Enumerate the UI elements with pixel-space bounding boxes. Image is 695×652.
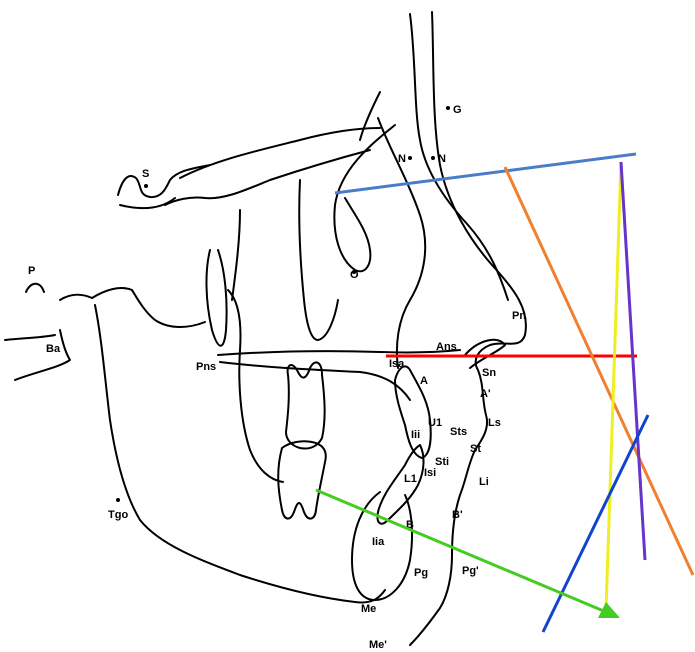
palatal-line [217, 349, 461, 356]
porion [25, 282, 45, 293]
label-Sts: Sts [450, 426, 467, 438]
nasal-bone-inner [377, 117, 427, 369]
point-O [352, 270, 356, 274]
maxilla-sinus [298, 179, 339, 341]
arrow-head [598, 602, 620, 618]
label-Li: Li [479, 476, 489, 488]
ramus-posterior [14, 329, 71, 381]
label-Pns: Pns [196, 361, 216, 373]
label-Me-soft: Me' [369, 639, 387, 651]
sella [117, 164, 211, 199]
label-P: P [28, 265, 35, 277]
label-S: S [142, 168, 149, 180]
mandible [94, 304, 386, 604]
label-N-soft: N [438, 153, 446, 165]
landmark-labels: G N N S P O Pn Ba Pns Ans Isa A Sn A' U1… [28, 104, 526, 651]
label-Tgo: Tgo [108, 509, 128, 521]
zygoma [231, 209, 241, 301]
label-U1: U1 [428, 417, 442, 429]
label-Ba: Ba [46, 343, 61, 355]
point-S [144, 184, 148, 188]
label-Iia: Iia [372, 536, 385, 548]
condyle [59, 287, 206, 328]
symphysis [351, 491, 414, 601]
label-Ans: Ans [436, 341, 457, 353]
label-Isi: Isi [424, 467, 436, 479]
label-Iii: Iii [411, 429, 420, 441]
label-Me: Me [361, 603, 376, 615]
upper-incisor [394, 365, 432, 459]
label-N: N [398, 153, 406, 165]
point-N [408, 156, 412, 160]
diagonal-line-blue [541, 414, 650, 633]
point-Tgo [116, 498, 120, 502]
point-G [446, 106, 450, 110]
label-Sti: Sti [435, 456, 449, 468]
palate-lower [219, 361, 411, 401]
soft-tissue-profile [409, 11, 527, 646]
label-Pg: Pg [414, 567, 428, 579]
diagonal-reference-line [503, 166, 695, 576]
label-O: O [350, 269, 359, 281]
label-A: A [420, 375, 428, 387]
orbit [333, 124, 396, 273]
orbit-upper [359, 91, 381, 141]
nostril [464, 338, 506, 369]
label-Pg-soft: Pg' [462, 565, 479, 577]
anatomical-tracing [4, 11, 527, 646]
label-Sn: Sn [482, 367, 496, 379]
pterygoid-plate [227, 289, 284, 483]
frontal-nasal-bone [409, 13, 509, 301]
label-St: St [470, 443, 481, 455]
label-Ls: Ls [488, 417, 501, 429]
pterygoid-fissure [205, 249, 228, 347]
vertical-line-yellow [604, 161, 623, 611]
label-A-soft: A' [480, 388, 491, 400]
point-N-soft [431, 156, 435, 160]
label-G: G [453, 104, 462, 116]
reference-line-upper [334, 152, 637, 195]
sella-floor [164, 149, 371, 206]
label-B-soft: B' [452, 509, 463, 521]
label-L1: L1 [404, 473, 417, 485]
label-B: B [406, 519, 414, 531]
occiput [4, 334, 56, 341]
reference-lines [315, 152, 695, 633]
anterior-clinoid [119, 197, 176, 210]
lower-incisor [376, 444, 425, 525]
landmark-points [116, 106, 450, 502]
vertical-line-purple [619, 161, 647, 561]
upper-molar [285, 361, 326, 450]
planum [179, 127, 381, 179]
label-Isa: Isa [389, 358, 405, 370]
label-Pn: Pn [512, 310, 526, 322]
arrow-line [315, 488, 607, 614]
lower-molar [277, 440, 327, 520]
